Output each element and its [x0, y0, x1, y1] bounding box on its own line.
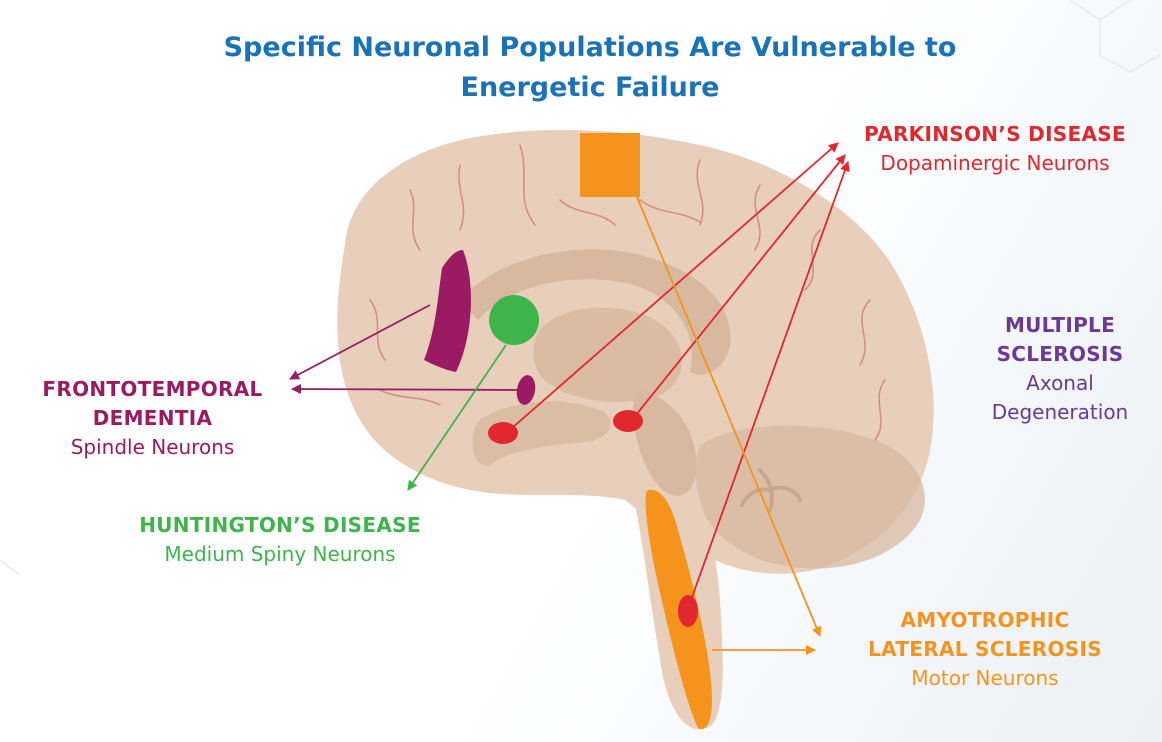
huntington-label: HUNTINGTON’S DISEASE Medium Spiny Neuron… [110, 511, 450, 569]
ftd-label: FRONTOTEMPORAL DEMENTIA Spindle Neurons [10, 375, 295, 462]
als-sub: Motor Neurons [911, 666, 1059, 690]
ms-heading-1: MULTIPLE [1004, 313, 1116, 337]
dopamine-region-1 [488, 422, 518, 444]
title-line-2: Energetic Failure [460, 72, 720, 103]
ms-heading-2: SCLEROSIS [996, 342, 1124, 366]
ftd-sub: Spindle Neurons [70, 435, 235, 459]
huntington-sub: Medium Spiny Neurons [164, 542, 396, 566]
motor-cortex-region [580, 133, 640, 197]
striatum-region [489, 295, 539, 345]
arrows [289, 142, 850, 655]
arrow-ftd-1 [289, 304, 431, 380]
ms-sub-2: Degeneration [991, 400, 1129, 424]
ftd-heading-2: DEMENTIA [92, 406, 213, 430]
temporal-inner [472, 401, 611, 466]
brainstem-inner [633, 390, 697, 496]
thalamus [533, 307, 682, 403]
title-line-1: Specific Neuronal Populations Are Vulner… [223, 32, 957, 63]
frontal-cortex-region [424, 250, 471, 372]
dopamine-region-2 [613, 410, 643, 432]
ms-sub-1: Axonal [1026, 371, 1094, 395]
als-heading-2: LATERAL SCLEROSIS [868, 637, 1102, 661]
background-decoration [0, 0, 1161, 576]
spindle-neuron-region [516, 375, 536, 405]
arrow-parkinsons-2 [635, 154, 846, 416]
ms-label: MULTIPLE SCLEROSIS Axonal Degeneration [960, 311, 1160, 427]
arrow-ftd-2 [291, 384, 521, 395]
parkinsons-sub: Dopaminergic Neurons [880, 151, 1110, 175]
arrow-parkinsons-3 [690, 161, 850, 601]
als-heading-1: AMYOTROPHIC [900, 608, 1070, 632]
arrow-parkinsons-1 [511, 142, 839, 429]
dopamine-region-3 [678, 595, 698, 627]
cerebellum [695, 425, 925, 569]
brain-vessels [369, 144, 886, 441]
arrow-als-1 [636, 196, 822, 637]
huntington-heading: HUNTINGTON’S DISEASE [139, 513, 421, 537]
arrow-huntington [407, 344, 507, 491]
parkinsons-heading: PARKINSON’S DISEASE [864, 122, 1126, 146]
page-title: Specific Neuronal Populations Are Vulner… [100, 28, 1080, 108]
ftd-heading-1: FRONTOTEMPORAL [42, 377, 263, 401]
corpus-callosum [460, 249, 731, 375]
als-label: AMYOTROPHIC LATERAL SCLEROSIS Motor Neur… [830, 606, 1140, 693]
cerebellum-tree [740, 468, 802, 512]
parkinsons-label: PARKINSON’S DISEASE Dopaminergic Neurons [835, 120, 1155, 178]
